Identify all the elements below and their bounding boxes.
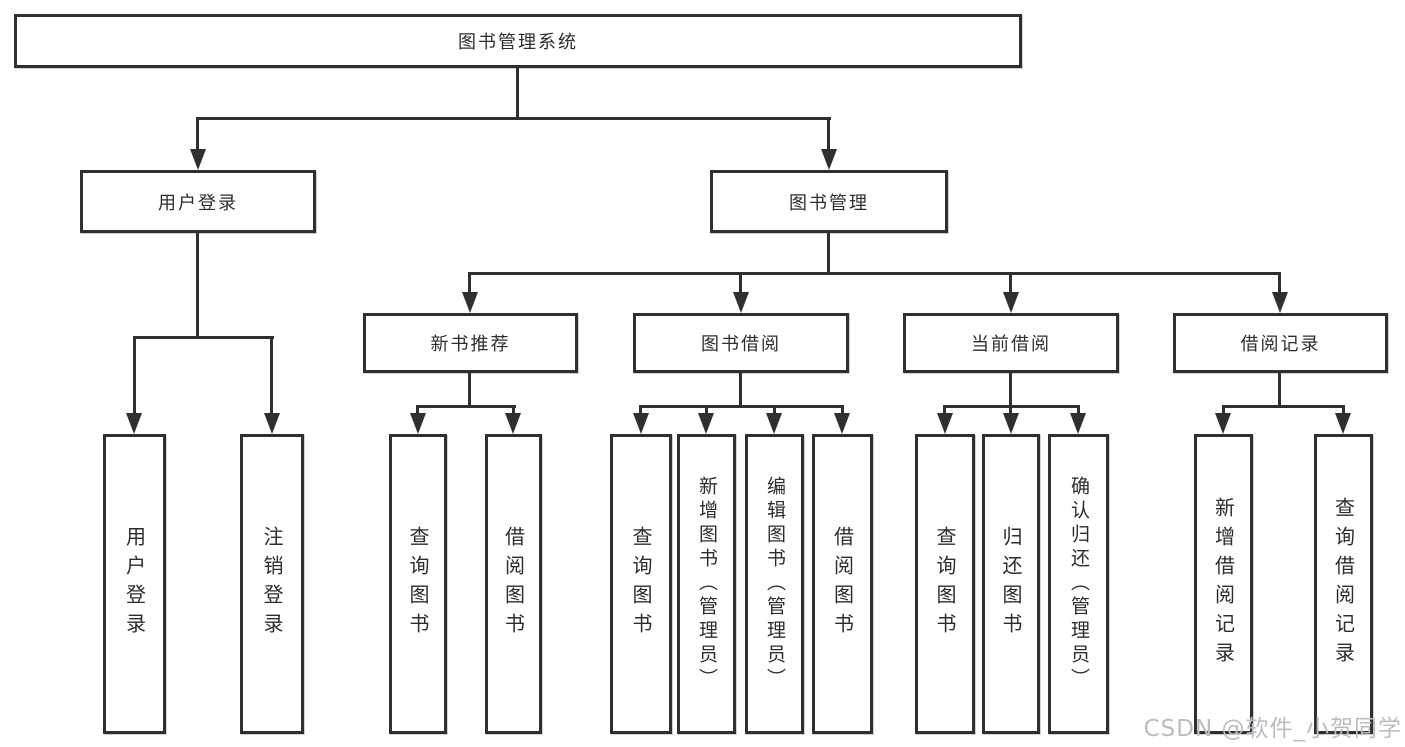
- arrow-down-icon: [1215, 413, 1231, 434]
- node-label: 查询图书: [933, 526, 957, 642]
- node-system-root: 图书管理系统: [14, 14, 1022, 68]
- connector-line: [416, 405, 419, 418]
- leaf-confirm-return-admin: 确认归还（管理员）: [1048, 434, 1109, 734]
- leaf-logout: 注销登录: [240, 434, 304, 734]
- node-label: 查询借阅记录: [1331, 497, 1356, 671]
- node-borrow-records: 借阅记录: [1173, 313, 1388, 373]
- node-label: 编辑图书（管理员）: [764, 476, 786, 692]
- connector-line: [416, 405, 516, 408]
- connector-line: [196, 117, 199, 153]
- arrow-down-icon: [1272, 292, 1288, 313]
- arrow-down-icon: [698, 413, 714, 434]
- node-label: 当前借阅: [971, 334, 1051, 355]
- leaf-user-login: 用户登录: [103, 434, 166, 734]
- leaf-query-books-borrow: 查询图书: [610, 434, 672, 734]
- node-label: 归还图书: [999, 526, 1023, 642]
- arrow-down-icon: [633, 413, 649, 434]
- node-label: 查询图书: [629, 526, 653, 642]
- arrow-down-icon: [1335, 413, 1351, 434]
- connector-line: [468, 272, 1281, 275]
- arrow-down-icon: [126, 413, 142, 434]
- connector-line: [196, 233, 199, 336]
- connector-line: [827, 117, 830, 153]
- leaf-query-books-recommend: 查询图书: [389, 434, 447, 734]
- connector-line: [739, 272, 742, 296]
- connector-line: [512, 405, 515, 418]
- node-book-management: 图书管理: [710, 170, 948, 233]
- connector-line: [196, 117, 831, 120]
- connector-line: [1342, 405, 1345, 418]
- arrow-down-icon: [766, 413, 782, 434]
- node-user-login: 用户登录: [80, 170, 316, 233]
- connector-line: [1278, 373, 1281, 405]
- connector-line: [468, 373, 471, 405]
- connector-line: [827, 233, 830, 272]
- connector-line: [1009, 405, 1012, 418]
- leaf-query-borrow-record: 查询借阅记录: [1314, 434, 1373, 734]
- node-label: 查询图书: [406, 526, 430, 642]
- node-label: 借阅图书: [501, 526, 526, 642]
- node-current-borrow: 当前借阅: [903, 313, 1119, 373]
- connector-line: [1222, 405, 1345, 408]
- leaf-borrow-books: 借阅图书: [812, 434, 873, 734]
- connector-line: [639, 405, 844, 408]
- node-new-book-recommend: 新书推荐: [363, 313, 578, 373]
- connector-line: [705, 405, 708, 418]
- connector-line: [468, 272, 471, 296]
- arrow-down-icon: [264, 413, 280, 434]
- leaf-query-books-current: 查询图书: [915, 434, 975, 734]
- node-label: 图书借阅: [701, 334, 781, 355]
- connector-line: [1222, 405, 1225, 418]
- node-label: 借阅图书: [830, 526, 855, 642]
- connector-line: [739, 373, 742, 405]
- node-label: 新书推荐: [430, 334, 511, 355]
- leaf-return-book: 归还图书: [982, 434, 1040, 734]
- arrow-down-icon: [505, 413, 521, 434]
- node-label: 用户登录: [158, 192, 238, 214]
- leaf-edit-book-admin: 编辑图书（管理员）: [745, 434, 804, 734]
- connector-line: [1278, 272, 1281, 296]
- connector-line: [133, 336, 136, 416]
- connector-line: [639, 405, 642, 418]
- csdn-watermark: CSDN @软件_小贺同学: [1143, 716, 1402, 742]
- node-label: 图书管理: [789, 192, 869, 214]
- connector-line: [1009, 272, 1012, 296]
- connector-line: [773, 405, 776, 418]
- arrow-down-icon: [1070, 413, 1086, 434]
- leaf-borrow-books-recommend: 借阅图书: [485, 434, 542, 734]
- node-label: 注销登录: [260, 526, 284, 642]
- connector-line: [1077, 405, 1080, 418]
- node-label: 图书管理系统: [458, 32, 578, 53]
- connector-line: [943, 405, 946, 418]
- node-book-borrow: 图书借阅: [633, 313, 849, 373]
- arrow-down-icon: [1003, 413, 1019, 434]
- arrow-down-icon: [834, 413, 850, 434]
- node-label: 借阅记录: [1240, 334, 1321, 355]
- arrow-down-icon: [821, 149, 837, 170]
- arrow-down-icon: [937, 413, 953, 434]
- connector-line: [841, 405, 844, 418]
- arrow-down-icon: [190, 149, 206, 170]
- connector-line: [270, 336, 273, 416]
- node-label: 确认归还（管理员）: [1068, 476, 1090, 692]
- node-label: 新增图书（管理员）: [696, 476, 718, 692]
- leaf-add-book-admin: 新增图书（管理员）: [677, 434, 736, 734]
- leaf-add-borrow-record: 新增借阅记录: [1194, 434, 1253, 734]
- arrow-down-icon: [733, 292, 749, 313]
- connector-line: [1009, 373, 1012, 405]
- arrow-down-icon: [462, 292, 478, 313]
- node-label: 用户登录: [122, 526, 147, 642]
- connector-line: [516, 68, 519, 117]
- arrow-down-icon: [410, 413, 426, 434]
- arrow-down-icon: [1003, 292, 1019, 313]
- connector-line: [133, 336, 274, 339]
- node-label: 新增借阅记录: [1211, 497, 1236, 671]
